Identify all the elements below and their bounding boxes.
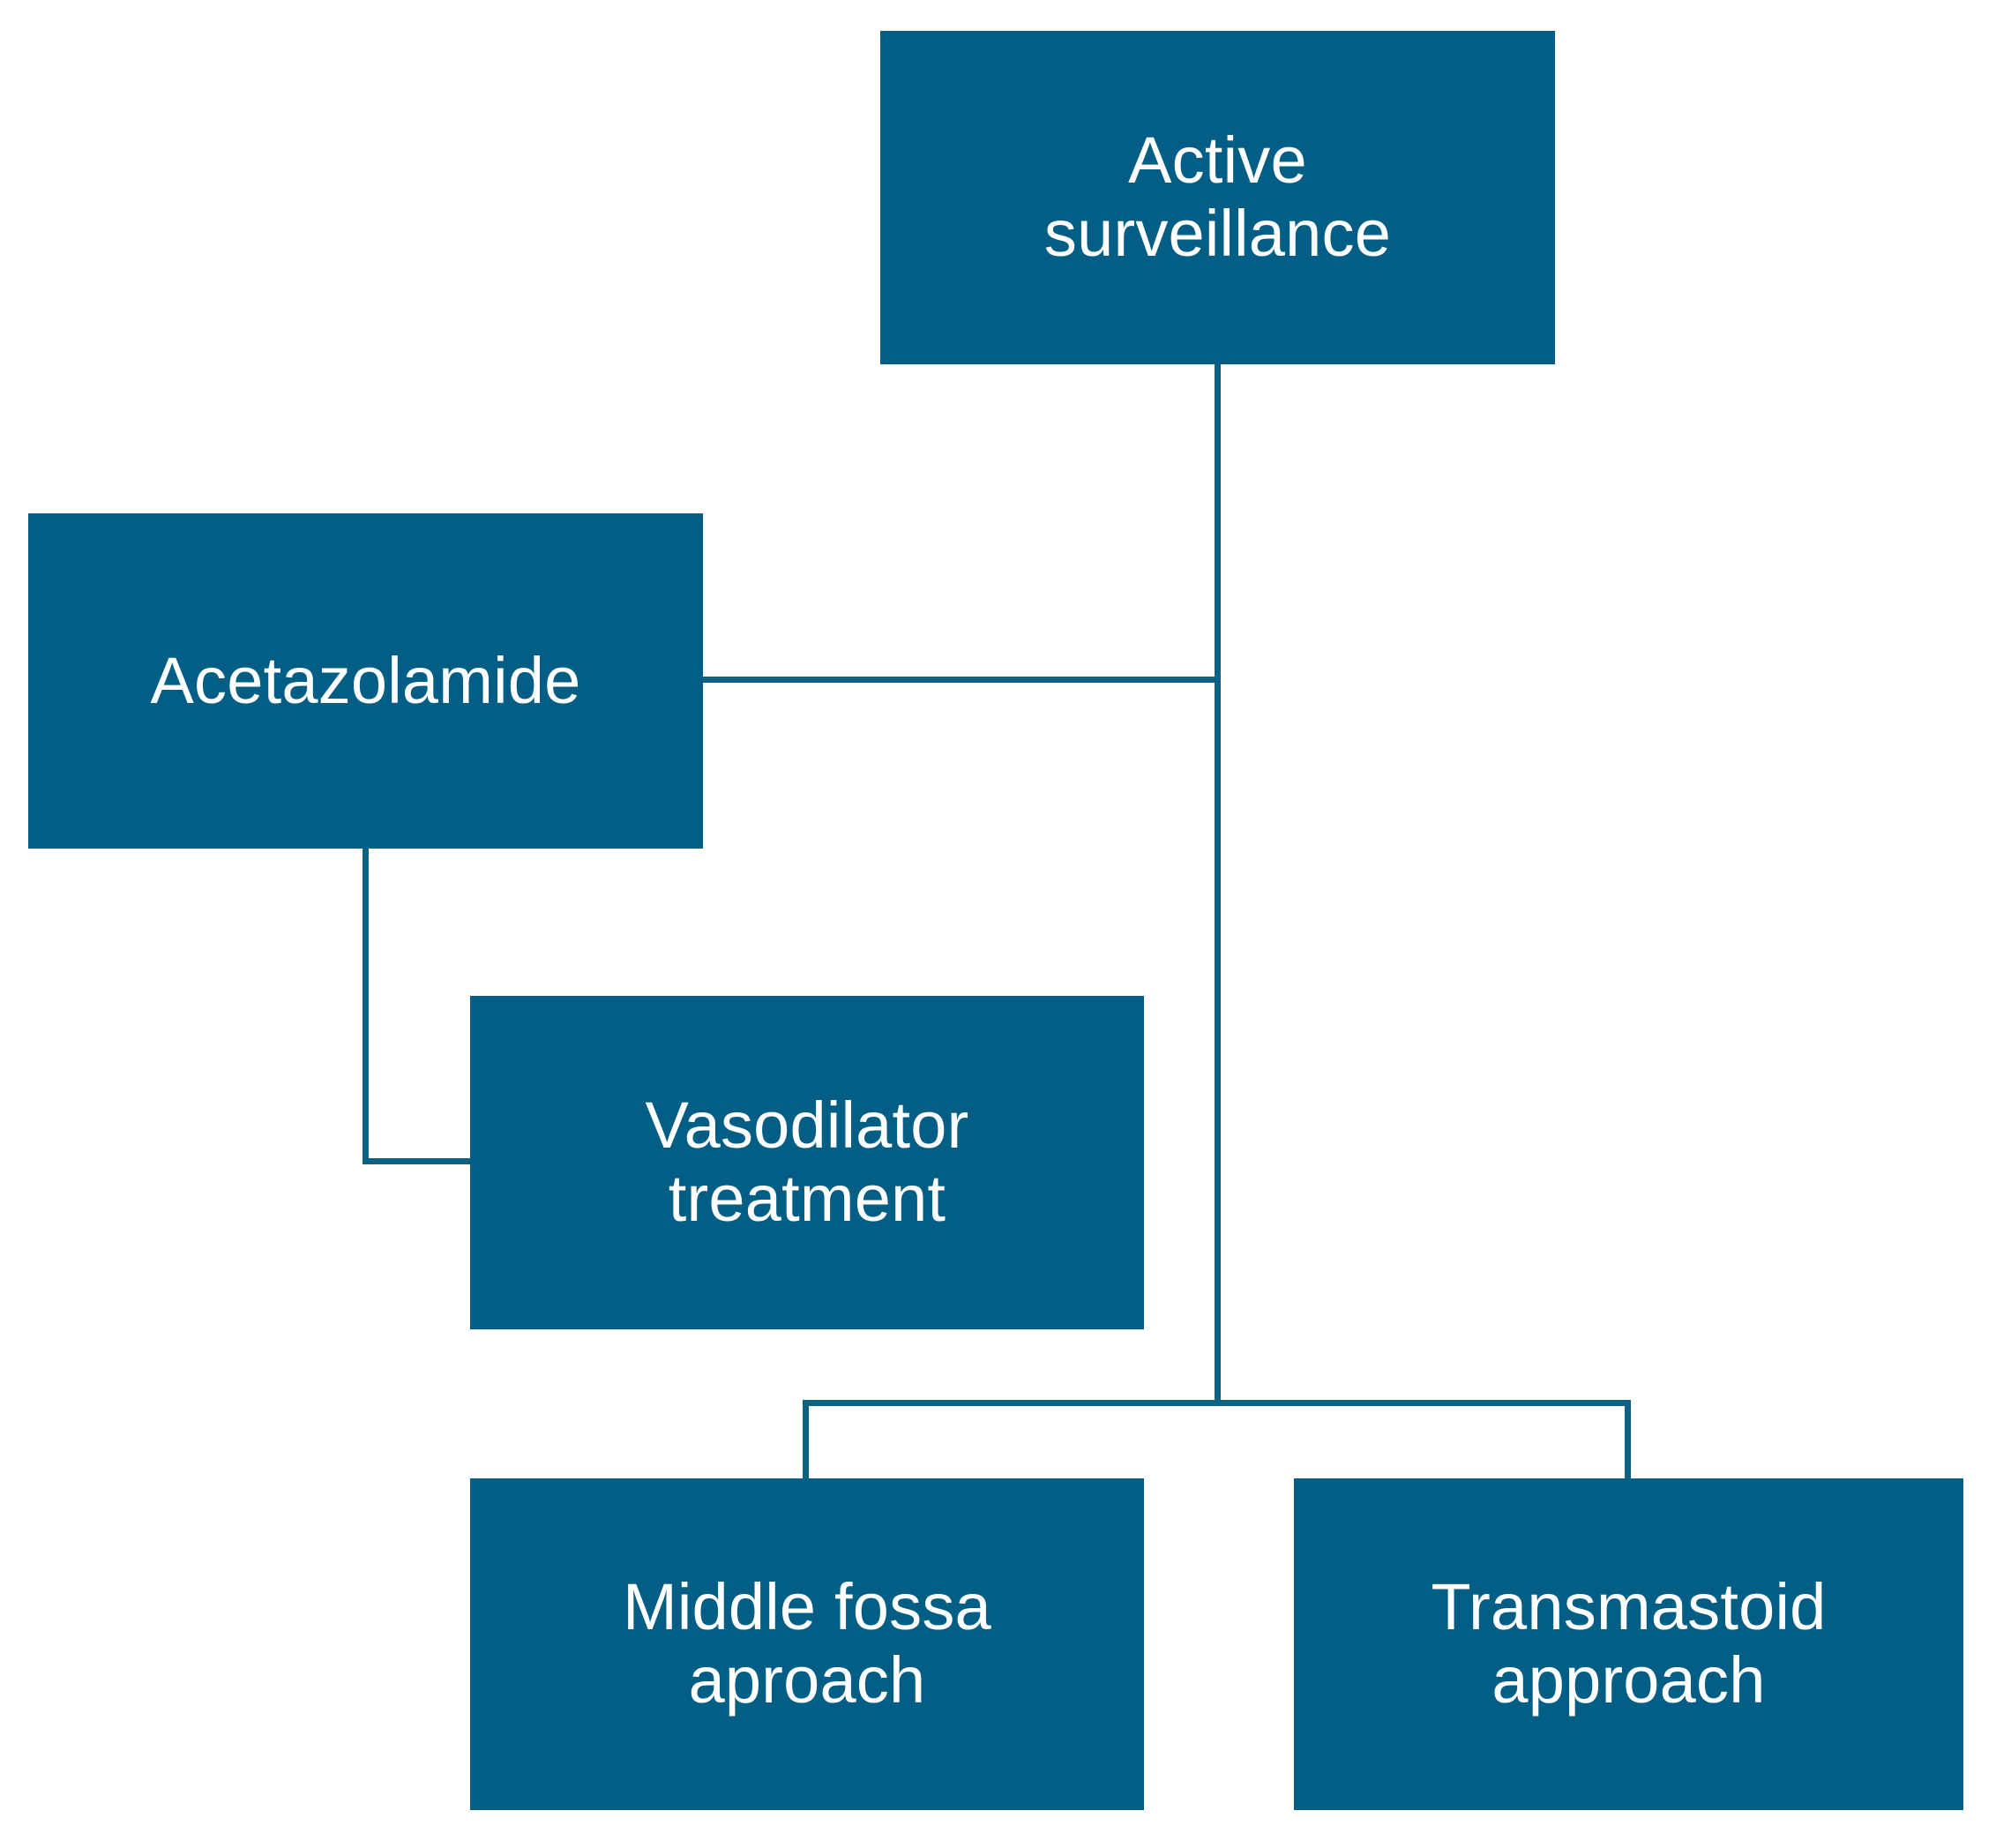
node-transmastoid-approach-label: Transmastoid approach — [1431, 1570, 1827, 1717]
connector-branch-left-drop — [803, 1400, 809, 1481]
node-acetazolamide-label: Acetazolamide — [150, 643, 581, 717]
node-middle-fossa-aproach[interactable]: Middle fossa aproach — [470, 1478, 1144, 1810]
node-active-surveillance-label: Active surveillance — [1043, 123, 1392, 270]
connector-branch-right-drop — [1625, 1400, 1631, 1481]
connector-trunk-vertical — [1215, 364, 1221, 1406]
connector-branch-bar — [803, 1400, 1631, 1406]
connector-acetazolamide-to-trunk — [703, 677, 1221, 683]
node-active-surveillance[interactable]: Active surveillance — [880, 31, 1555, 364]
node-transmastoid-approach[interactable]: Transmastoid approach — [1294, 1478, 1963, 1810]
node-middle-fossa-aproach-label: Middle fossa aproach — [623, 1570, 991, 1717]
connector-acetazolamide-to-vasodilator — [363, 1158, 474, 1164]
connector-acetazolamide-drop — [363, 849, 369, 1164]
node-acetazolamide[interactable]: Acetazolamide — [28, 513, 703, 849]
node-vasodilator-treatment[interactable]: Vasodilator treatment — [470, 996, 1144, 1329]
node-vasodilator-treatment-label: Vasodilator treatment — [645, 1089, 969, 1235]
